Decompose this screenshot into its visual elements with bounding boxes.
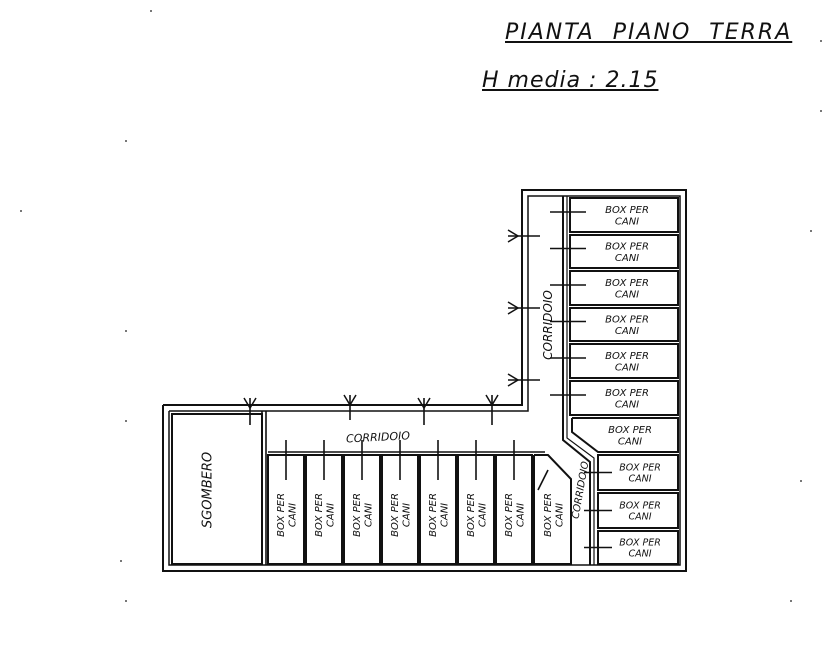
dog-box-label-text: CANI [615, 216, 639, 227]
corridor-wall-right-inner [566, 196, 595, 565]
scan-speck [125, 600, 127, 602]
dog-box-label-text: BOX PER [605, 278, 649, 289]
storage-room-label-text: SGOMBERO [201, 452, 216, 528]
corridor-label-horizontal: CORRIDOIO [346, 429, 411, 445]
dog-box-bottom-8 [533, 454, 572, 565]
dog-box-label-text: CANI [615, 362, 639, 373]
average-height: H media : 2.15 [482, 68, 659, 93]
entrance-arrow-icon [485, 394, 499, 407]
corridor-label-vertical-text: CORRIDOIO [541, 290, 555, 360]
entrance-arrow-icon [507, 229, 520, 243]
dog-box-right-3 [569, 270, 679, 306]
scan-speck [125, 330, 127, 332]
scan-speck [820, 110, 822, 112]
dog-box-label-text: CANI [401, 503, 412, 527]
dog-box-right-4 [569, 307, 679, 342]
dog-box-label-text: BOX PER [466, 493, 477, 537]
scan-speck [125, 420, 127, 422]
storage-room-label: SGOMBERO [201, 452, 216, 528]
dog-box-label-text: BOX PER [619, 500, 661, 511]
storage-room [171, 413, 263, 565]
scan-speck [810, 230, 812, 232]
dog-box-label-text: CANI [628, 548, 651, 559]
dog-box-label-text: CANI [615, 253, 639, 264]
dog-box-label-text: BOX PER [619, 462, 661, 473]
dog-box-right-6 [569, 380, 679, 416]
dog-box-label-text: CANI [515, 503, 526, 527]
scan-speck [120, 560, 122, 562]
dog-box-label-text: BOX PER [619, 537, 661, 548]
scan-speck [150, 10, 152, 12]
dog-box-label-text: CANI [554, 503, 565, 527]
entrance-arrow-icon [343, 394, 357, 407]
dog-box-label-text: BOX PER [504, 493, 515, 537]
dog-box-label-text: BOX PER [314, 493, 325, 537]
dog-box-label-text: BOX PER [543, 493, 554, 537]
scan-speck [820, 40, 822, 42]
dog-box-label-text: BOX PER [605, 205, 649, 216]
dog-box-label-text: BOX PER [608, 425, 652, 436]
dog-box-label-text: BOX PER [605, 314, 649, 325]
dog-box-label-text: CANI [477, 503, 488, 527]
dog-box-right-5 [569, 343, 679, 379]
dog-box-right-1 [569, 197, 679, 233]
outer-wall [162, 189, 687, 572]
dog-box-label-text: CANI [439, 503, 450, 527]
dog-box-label-text: CANI [618, 436, 642, 447]
door-mark [537, 469, 549, 491]
scan-speck [790, 600, 792, 602]
corridor-label-vertical: CORRIDOIO [541, 290, 555, 360]
dog-box-label-text: CANI [628, 511, 651, 522]
dog-box-label-text: BOX PER [605, 241, 649, 252]
entrance-arrow-icon [507, 301, 520, 315]
dog-box-label-text: BOX PER [428, 493, 439, 537]
scan-speck [125, 140, 127, 142]
dog-box-label-text: CANI [615, 326, 639, 337]
dog-box-label-text: BOX PER [605, 388, 649, 399]
plan-title: PIANTA PIANO TERRA [505, 20, 793, 45]
entrance-arrow-icon [417, 397, 431, 410]
dog-box-label-text: CANI [628, 473, 651, 484]
corridor-label-horizontal-text: CORRIDOIO [346, 429, 411, 445]
dog-box-right-2 [569, 234, 679, 269]
scan-speck [20, 210, 22, 212]
dog-box-label-text: BOX PER [605, 351, 649, 362]
dog-box-label-text: CANI [287, 503, 298, 527]
dog-box-label-text: CANI [363, 503, 374, 527]
dog-box-label-text: CANI [615, 399, 639, 410]
dog-box-label-text: BOX PER [352, 493, 363, 537]
entrance-arrow-icon [507, 373, 520, 387]
entrance-arrow-icon [243, 397, 257, 410]
corridor-wall-right [562, 196, 591, 565]
dog-box-label-text: CANI [615, 289, 639, 300]
outer-wall-inner [168, 195, 681, 566]
dog-box-right-7 [571, 417, 679, 453]
dog-box-label-text: BOX PER [390, 493, 401, 537]
dog-box-label-text: CANI [325, 503, 336, 527]
scan-speck [800, 480, 802, 482]
dog-box-label-text: BOX PER [276, 493, 287, 537]
